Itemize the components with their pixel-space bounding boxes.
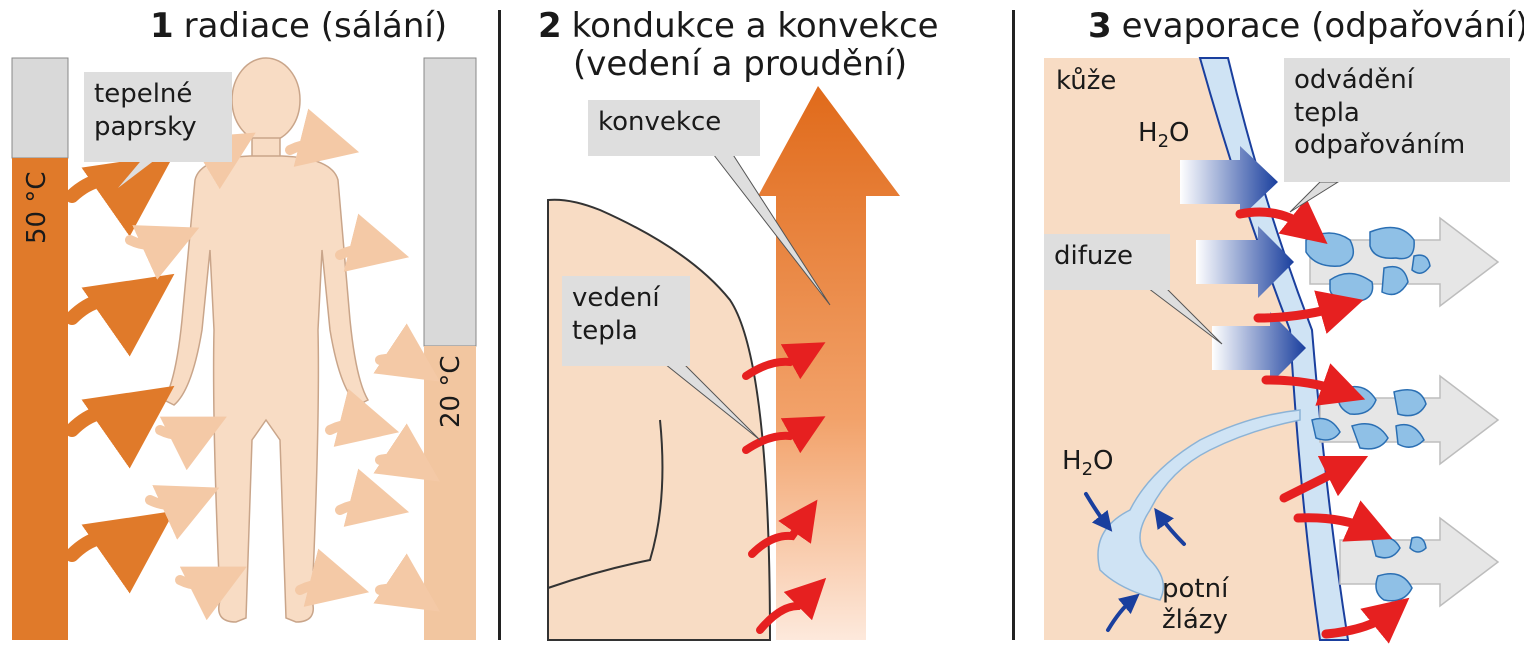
h2o-top-label: H2O (1138, 118, 1189, 153)
diffusion-label: difuze (1044, 234, 1170, 290)
removal-label: odvádění tepla odpařováním (1284, 58, 1510, 182)
skin-label: kůže (1056, 66, 1116, 97)
h2o-top-sub: 2 (1158, 131, 1169, 152)
removal-pointer (1290, 182, 1338, 212)
h2o-top-h: H (1138, 118, 1158, 148)
h2o-bottom-h: H (1062, 446, 1082, 476)
h2o-bottom-sub: 2 (1082, 459, 1093, 480)
h2o-top-o: O (1169, 118, 1189, 148)
glands-label: potní žlázy (1162, 574, 1228, 636)
h2o-bottom-o: O (1093, 446, 1113, 476)
h2o-bottom-label: H2O (1062, 446, 1113, 481)
